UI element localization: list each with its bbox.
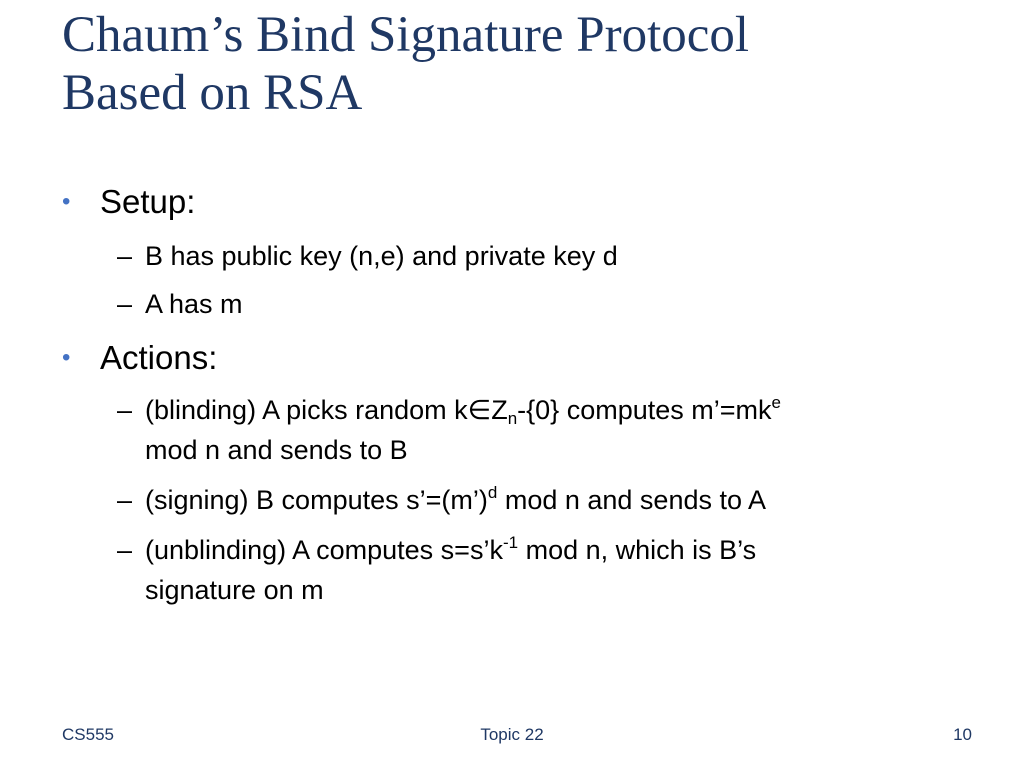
- signing-text-b: mod n and sends to A: [497, 485, 767, 515]
- slide-title-line-1: Chaum’s Bind Signature Protocol: [62, 7, 750, 63]
- dash-icon: –: [117, 289, 133, 319]
- superscript-d: d: [487, 483, 498, 502]
- slide-title: Chaum’s Bind Signature Protocol Based on…: [62, 6, 982, 122]
- slide-title-line-2: Based on RSA: [62, 65, 363, 121]
- setup-heading: Setup:: [100, 183, 196, 220]
- footer-page-number: 10: [953, 725, 972, 744]
- blinding-text-a: (blinding) A picks random k: [145, 395, 468, 425]
- unblinding-text-a: (unblinding) A computes s=s’k: [145, 535, 503, 565]
- action-unblinding-text: (unblinding) A computes s=s’k-1 mod n, w…: [145, 530, 975, 610]
- blinding-text-b: Z: [491, 395, 508, 425]
- dash-icon: –: [117, 241, 133, 271]
- setup-item-1-text: B has public key (n,e) and private key d: [145, 241, 618, 271]
- superscript-e: e: [771, 393, 781, 412]
- bullet-icon: •: [62, 188, 71, 215]
- actions-heading: Actions:: [100, 339, 218, 376]
- dash-icon: –: [117, 535, 133, 565]
- footer-topic: Topic 22: [480, 725, 544, 744]
- element-of-symbol: ∈: [467, 395, 492, 425]
- blinding-text-c: -{0} computes m’=mk: [517, 395, 772, 425]
- unblinding-text-b: mod n, which is B’s: [518, 535, 757, 565]
- action-blinding-text: (blinding) A picks random k∈Zn-{0} compu…: [145, 390, 975, 470]
- dash-icon: –: [117, 485, 133, 515]
- bullet-icon: •: [62, 344, 71, 371]
- footer-course: CS555: [62, 725, 114, 744]
- superscript-neg-1: -1: [502, 533, 519, 552]
- action-signing-text: (signing) B computes s’=(m’)d mod n and …: [145, 480, 975, 520]
- dash-icon: –: [117, 395, 133, 425]
- signing-text-a: (signing) B computes s’=(m’): [145, 485, 488, 515]
- unblinding-text-line-2: signature on m: [145, 575, 324, 605]
- subscript-n: n: [507, 409, 518, 428]
- blinding-text-line-2: mod n and sends to B: [145, 435, 408, 465]
- setup-item-2-text: A has m: [145, 289, 243, 319]
